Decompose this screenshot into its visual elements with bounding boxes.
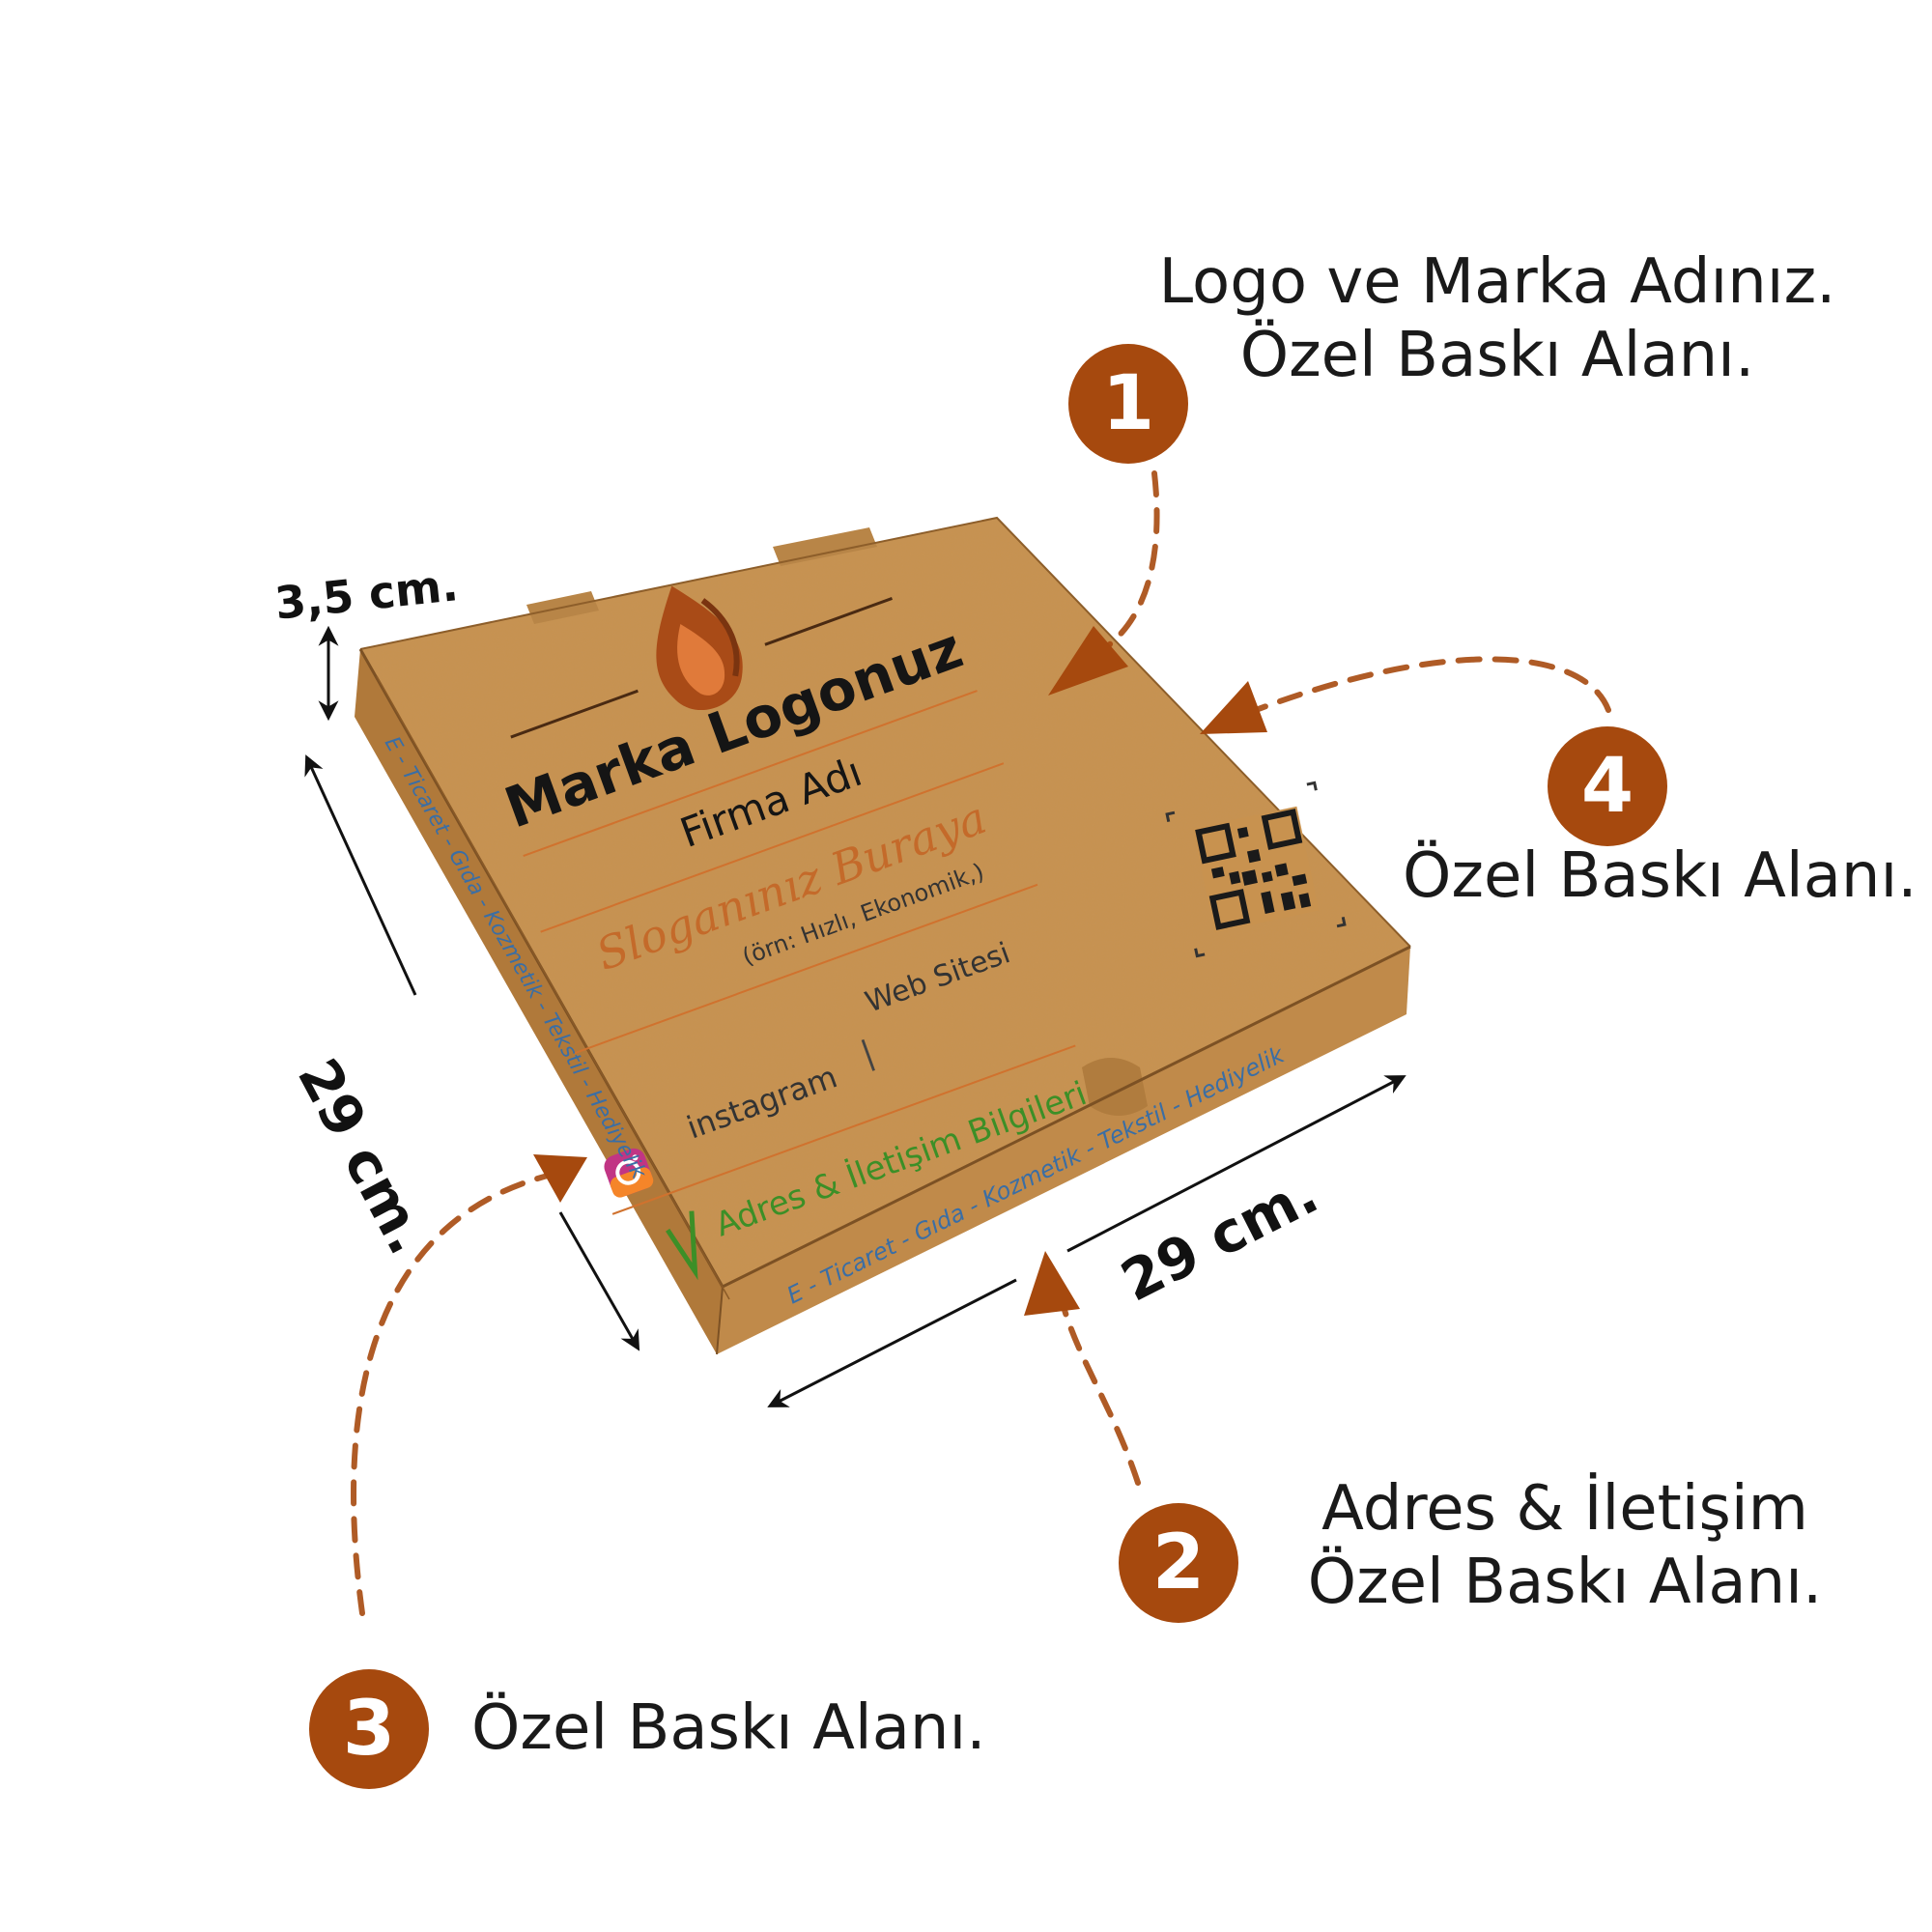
instagram-icon [604, 1148, 654, 1198]
callout-arrowhead-3 [533, 1154, 587, 1203]
callout-curve-4 [1253, 656, 1611, 713]
depth-arrow-lower [558, 1211, 640, 1351]
callout-curve-1 [1103, 470, 1160, 650]
callout-2-line-1: Adres & İletişim [1321, 1473, 1808, 1545]
callout-curve-2 [1055, 1282, 1141, 1486]
callout-2-line-2: Özel Baskı Alanı. [1307, 1546, 1823, 1618]
callout-arrowhead-1 [1048, 626, 1128, 696]
callout-1-line-2: Özel Baskı Alanı. [1239, 319, 1755, 391]
box-front-side [717, 947, 1410, 1354]
callout-4-badge: 4 [1548, 726, 1667, 846]
callout-arrowhead-4 [1200, 681, 1267, 734]
callout-1-badge: 1 [1068, 344, 1188, 464]
callout-1-line-1: Logo ve Marka Adınız. [1158, 246, 1836, 318]
leaf-icon [666, 1210, 698, 1281]
callout-4-text: Özel Baskı Alanı. [1403, 840, 1918, 914]
callout-arrowhead-2 [1024, 1251, 1080, 1316]
box-front-tab [1082, 1058, 1148, 1116]
width-arrow-left [767, 1278, 1017, 1407]
callout-3-badge: 3 [309, 1669, 429, 1789]
callout-arrowheads [533, 626, 1267, 1316]
callout-3-text: Özel Baskı Alanı. [471, 1692, 986, 1766]
callout-4-line-1: Özel Baskı Alanı. [1403, 840, 1918, 912]
width-arrow-right [1066, 1075, 1406, 1253]
callout-2-text: Adres & İletişim Özel Baskı Alanı. [1294, 1473, 1835, 1619]
callout-1-text: Logo ve Marka Adınız. Özel Baskı Alanı. [1150, 246, 1845, 392]
qr-code-icon [1165, 781, 1347, 958]
callout-3-line-1: Özel Baskı Alanı. [471, 1692, 986, 1764]
depth-arrow-upper [304, 754, 417, 996]
dimension-arrows [304, 625, 1406, 1407]
callout-curve-3 [351, 1171, 558, 1616]
callout-2-badge: 2 [1119, 1503, 1238, 1623]
flame-logo-icon [510, 585, 894, 739]
